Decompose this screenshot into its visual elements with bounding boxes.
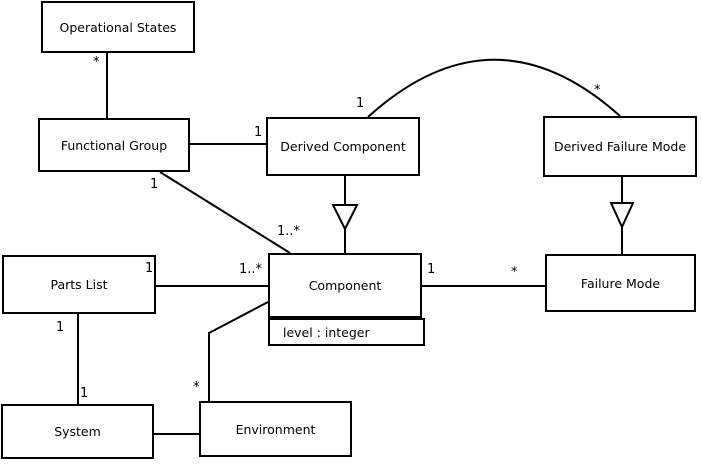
class-box-functional-group: Functional Group xyxy=(38,118,190,172)
multiplicity-partslist-bottom-end: 1 xyxy=(56,320,65,335)
class-name-functional-group: Functional Group xyxy=(60,137,168,153)
multiplicity-environment-end: * xyxy=(193,380,200,395)
multiplicity-component-end: 1..* xyxy=(277,224,301,239)
class-name-environment: Environment xyxy=(235,421,316,437)
multiplicity-derivedcomp-end: 1 xyxy=(254,125,263,140)
multiplicity-system-end: 1 xyxy=(80,386,89,401)
multiplicity-component-fm-end: 1 xyxy=(427,262,436,277)
generalization-triangle-icon xyxy=(609,202,635,230)
class-box-component: Component xyxy=(268,253,422,318)
multiplicity-failuremode-end: * xyxy=(511,265,518,280)
multiplicity-funcgroup-end: 1 xyxy=(150,177,159,192)
multiplicity-arc-derivedcomp-end: 1 xyxy=(356,96,365,111)
class-name-parts-list: Parts List xyxy=(50,277,108,292)
association-component-environment-diagonal xyxy=(208,301,269,334)
multiplicity-arc-derivedfm-end: * xyxy=(594,83,601,98)
class-name-system: System xyxy=(54,424,101,439)
association-funcgroup-component xyxy=(159,171,291,254)
class-box-operational-states: Operational States xyxy=(41,1,195,53)
class-name-operational-states: Operational States xyxy=(59,19,177,35)
attribute-level-integer: level : integer xyxy=(283,324,370,340)
generalization-triangle-icon xyxy=(331,204,359,232)
class-box-derived-component: Derived Component xyxy=(266,117,420,176)
multiplicity-opstates-end: * xyxy=(93,55,100,70)
class-name-derived-component: Derived Component xyxy=(280,139,406,154)
class-box-environment: Environment xyxy=(199,401,352,457)
class-box-system: System xyxy=(1,404,154,459)
class-name-component: Component xyxy=(308,278,382,293)
association-derivedcomp-derivedfm-arc xyxy=(367,58,621,118)
multiplicity-component-left-end: 1..* xyxy=(239,262,263,277)
class-box-parts-list: Parts List xyxy=(2,255,156,314)
class-attributes-component: level : integer xyxy=(268,318,425,346)
class-name-failure-mode: Failure Mode xyxy=(580,275,661,291)
class-name-derived-failure-mode: Derived Failure Mode xyxy=(553,139,687,154)
class-box-derived-failure-mode: Derived Failure Mode xyxy=(543,116,697,177)
class-box-failure-mode: Failure Mode xyxy=(545,254,696,312)
multiplicity-partslist-end: 1 xyxy=(145,261,154,276)
